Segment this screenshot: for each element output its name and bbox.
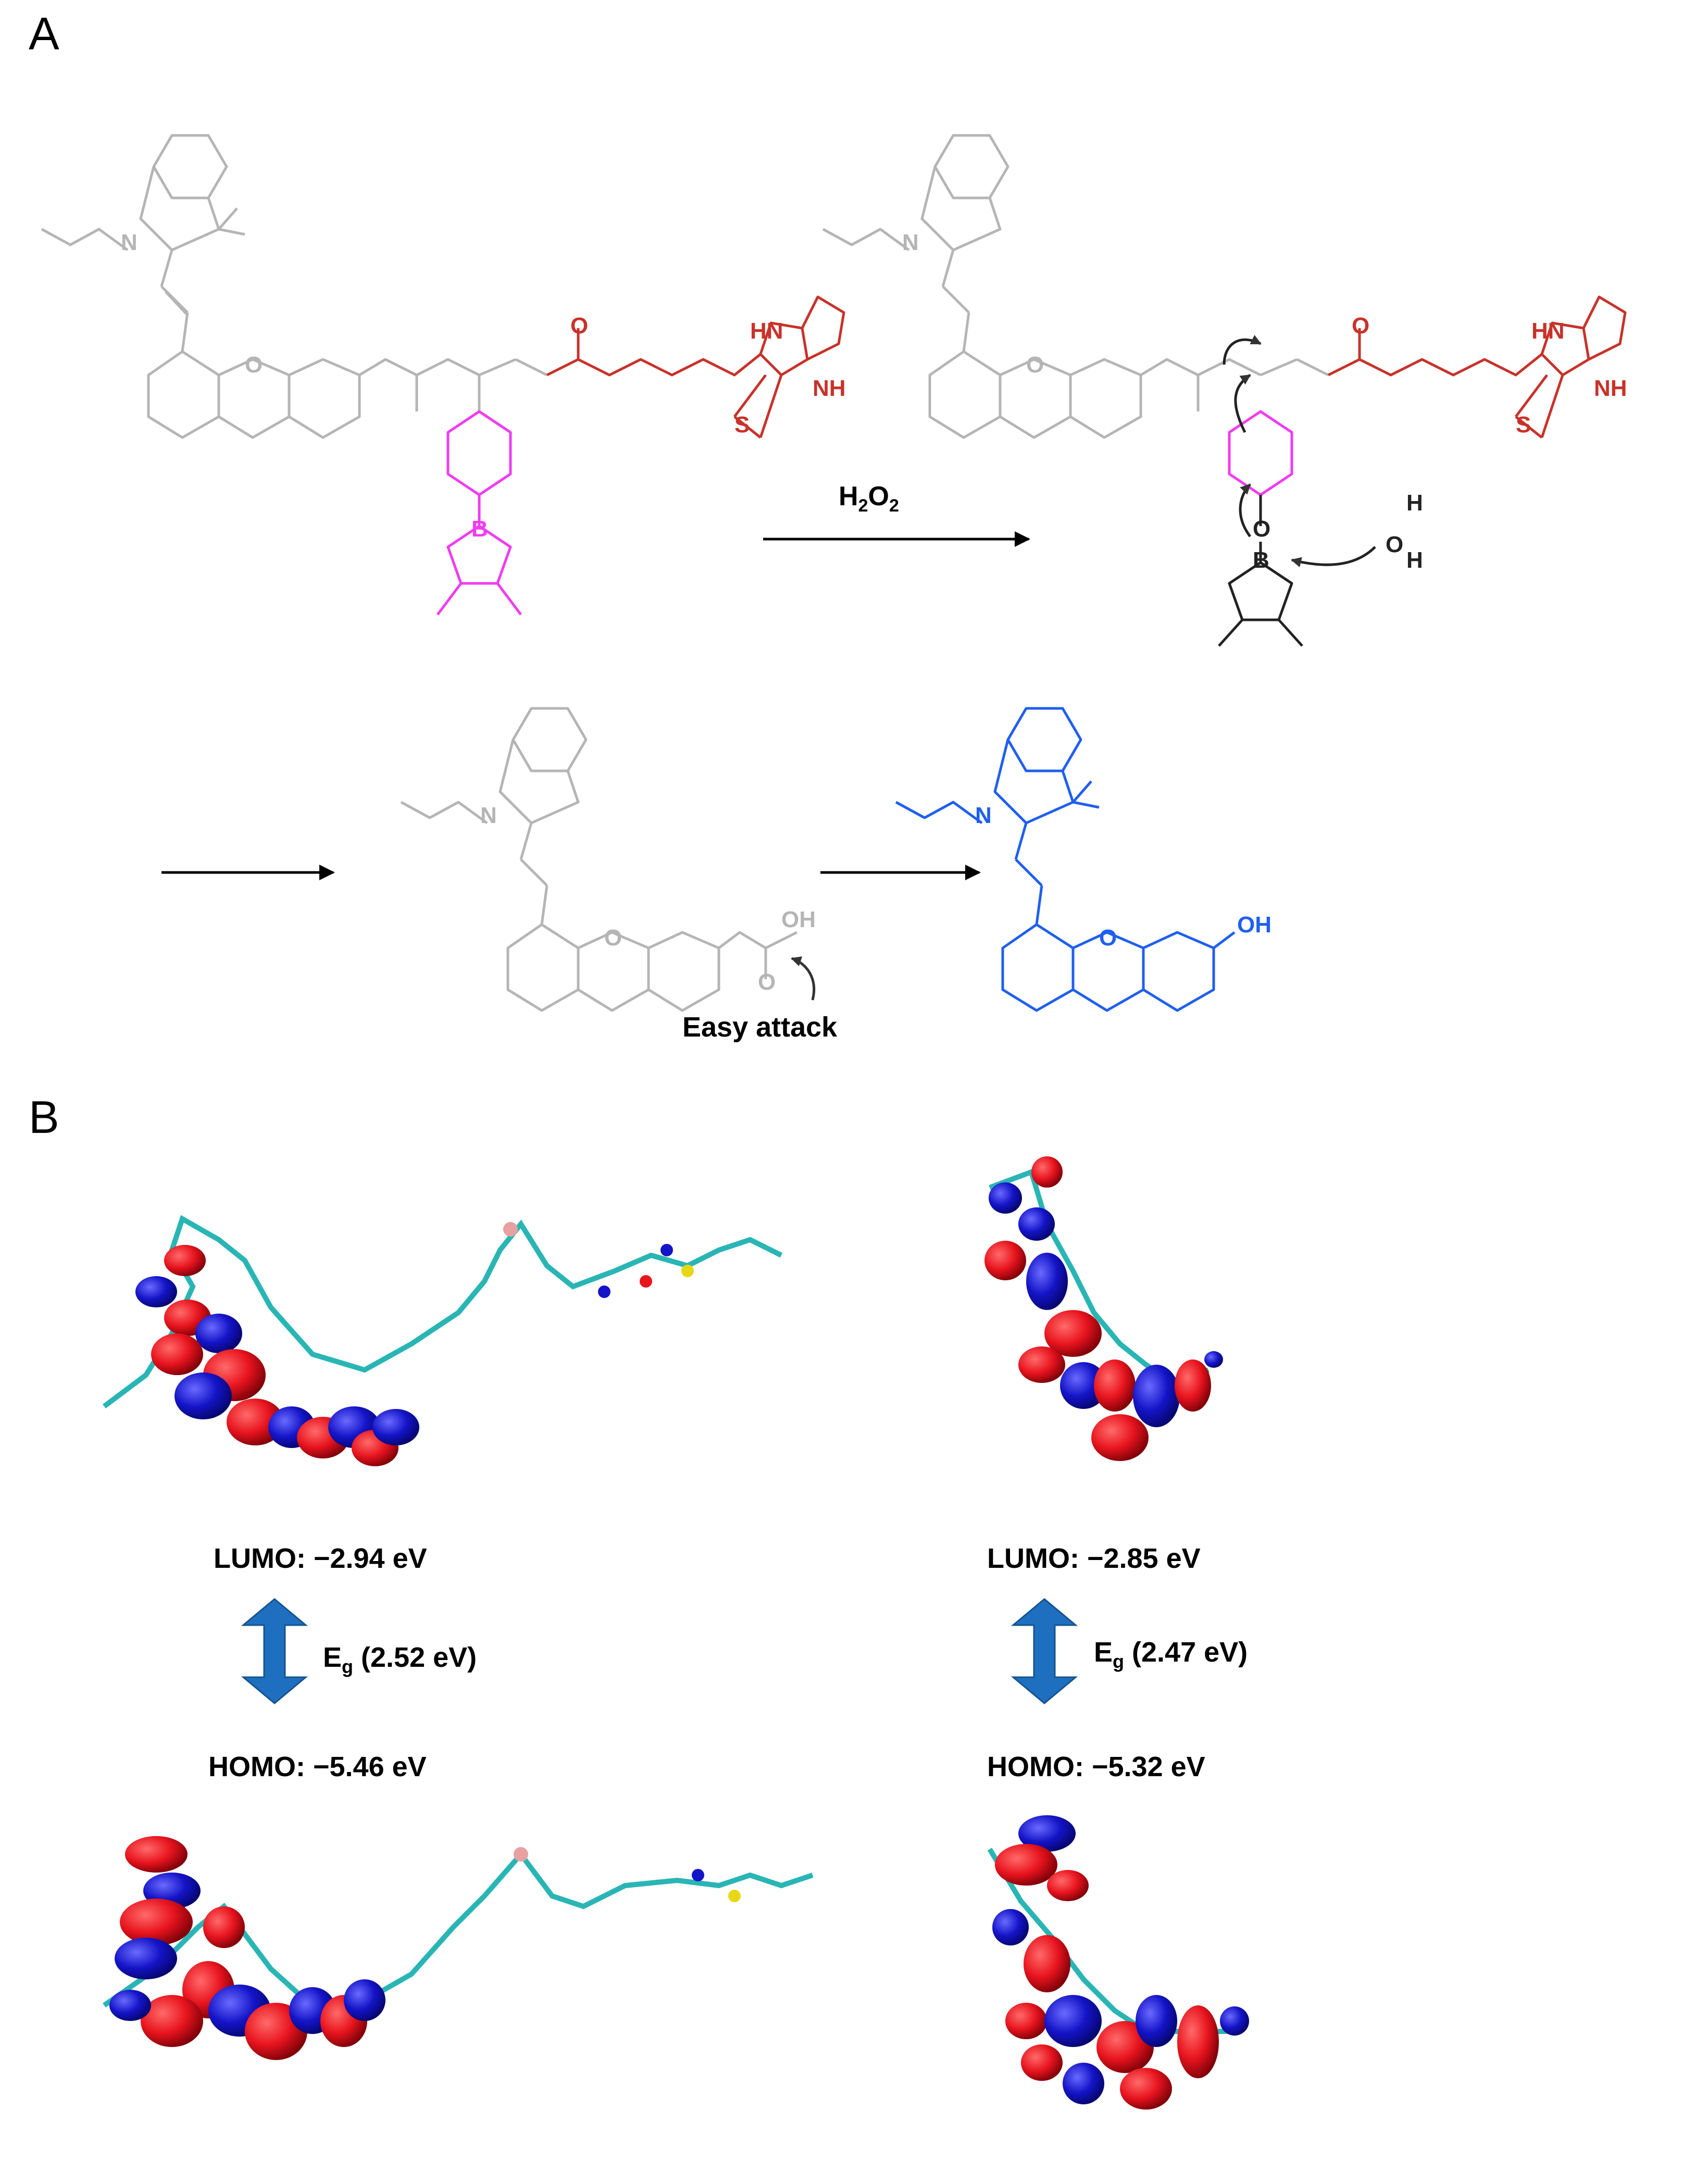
carb-xanthene-o: O <box>604 925 622 951</box>
int-nh-label: NH <box>1594 376 1627 401</box>
carbonate-labels: N O OH O <box>480 803 816 995</box>
left-homo-render <box>103 1836 814 2060</box>
left-gap-arrow <box>241 1598 308 1704</box>
int-hn-label: HN <box>1531 318 1565 344</box>
int-xanthene-o: O <box>1026 352 1044 378</box>
probe-n-label: N <box>121 230 138 255</box>
int-b-label: B <box>1253 547 1269 573</box>
prod-xanthene-o: O <box>1099 925 1117 951</box>
probe-hn-label: HN <box>750 318 783 344</box>
carb-oh-label: OH <box>781 907 816 932</box>
intermediate-labels: N O O HN NH S O B O H H <box>902 230 1627 573</box>
right-gap-label: Eg (2.47 eV) <box>1094 1637 1248 1672</box>
prod-oh-label: OH <box>1237 912 1271 938</box>
carb-n-label: N <box>480 803 497 828</box>
right-homo-label: HOMO: −5.32 eV <box>987 1751 1205 1782</box>
int-s-label: S <box>1516 412 1531 438</box>
int-water-o: O <box>1386 532 1403 557</box>
easy-attack-caption: Easy attack <box>682 1012 838 1043</box>
probe-xanthene-o: O <box>245 352 263 378</box>
panel-a-label: A <box>29 8 59 59</box>
intermediate-molecule <box>822 134 1627 647</box>
product-labels: N O OH <box>975 803 1271 951</box>
left-homo-label: HOMO: −5.46 eV <box>208 1751 427 1782</box>
reagent-label: H2O2 <box>839 481 899 516</box>
left-gap-label: Eg (2.52 eV) <box>323 1642 477 1677</box>
left-lumo-lobes <box>135 1245 419 1466</box>
int-o-label: O <box>1253 516 1270 542</box>
left-lumo-label: LUMO: −2.94 eV <box>214 1543 427 1574</box>
probe-nh-label: NH <box>813 376 846 401</box>
right-lumo-label: LUMO: −2.85 eV <box>987 1543 1201 1574</box>
int-water-h1: H <box>1406 490 1423 516</box>
probe-b-label: B <box>471 516 488 542</box>
carb-o-label: O <box>758 969 776 995</box>
int-water-h2: H <box>1406 547 1423 573</box>
int-n-label: N <box>902 230 919 255</box>
product-molecule <box>895 707 1236 1012</box>
int-amide-o: O <box>1352 313 1369 339</box>
prod-n-label: N <box>975 803 992 828</box>
left-lumo-render <box>103 1215 783 1466</box>
carbonate-intermediate <box>400 707 816 1012</box>
probe-labels: N O O HN NH S B <box>121 230 846 542</box>
panel-b-label: B <box>29 1091 59 1143</box>
right-lumo-render <box>984 1156 1223 1461</box>
right-gap-arrow <box>1011 1598 1078 1704</box>
probe-s-label: S <box>734 412 750 438</box>
probe-molecule <box>41 134 845 616</box>
probe-amide-o: O <box>570 313 588 339</box>
right-homo-render <box>987 1815 1249 2110</box>
